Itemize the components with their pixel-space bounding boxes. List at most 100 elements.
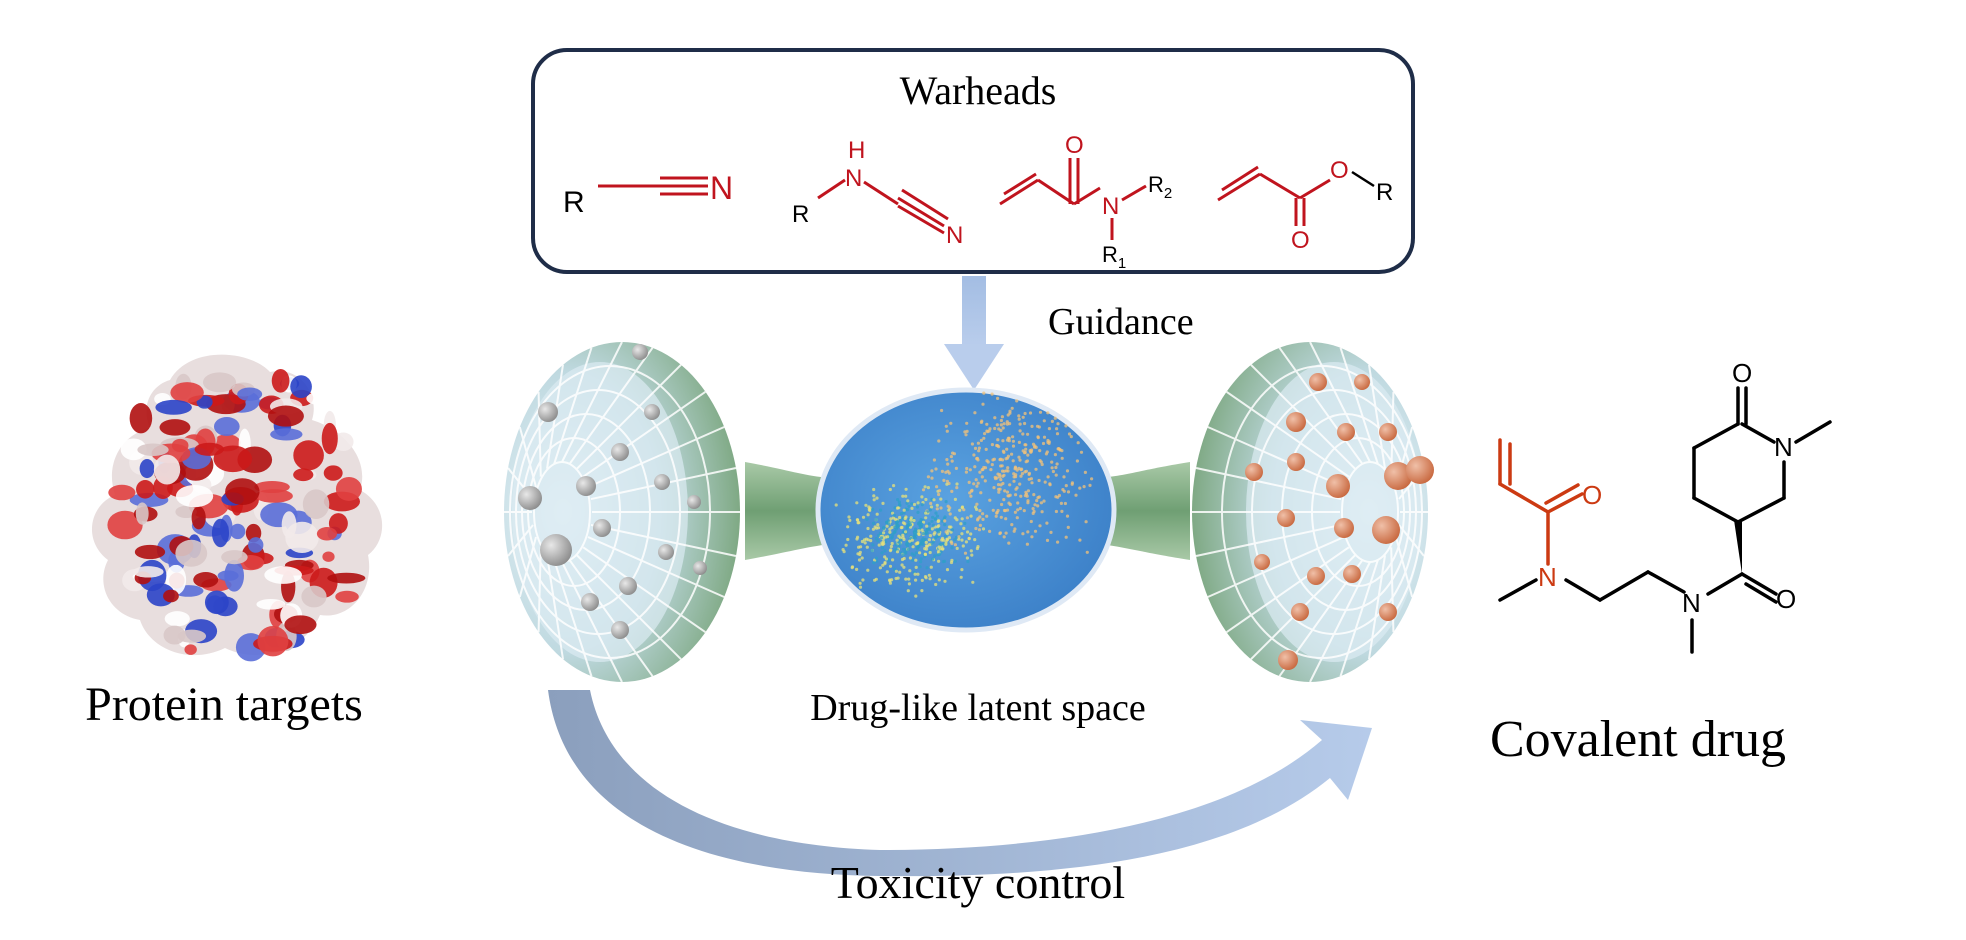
funnel-grid-spoke	[1395, 536, 1414, 598]
latent-point	[1038, 410, 1043, 414]
latent-point	[964, 470, 969, 474]
latent-point	[944, 424, 948, 428]
latent-point	[971, 580, 975, 584]
latent-point	[850, 566, 854, 570]
latent-point	[1005, 456, 1010, 460]
latent-point	[1043, 480, 1047, 484]
latent-point	[927, 573, 931, 577]
latent-point	[1015, 468, 1019, 472]
latent-point	[938, 547, 942, 551]
latent-point	[941, 547, 945, 551]
latent-point	[1026, 501, 1030, 505]
encoder-funnel	[504, 341, 740, 683]
latent-point	[960, 568, 964, 572]
protein-surface-patch	[170, 382, 204, 403]
protein-surface-patch	[335, 477, 362, 501]
gray-bead	[619, 577, 637, 595]
latent-point	[1084, 520, 1088, 524]
latent-point	[1076, 441, 1080, 445]
latent-point	[881, 501, 885, 505]
latent-point	[919, 560, 923, 564]
latent-point	[933, 554, 937, 558]
latent-point	[909, 516, 913, 520]
mol-n-amide-label: N	[1682, 588, 1701, 618]
latent-point	[904, 530, 908, 534]
latent-point	[1056, 447, 1060, 451]
latent-point	[893, 506, 897, 510]
w1-n-label: N	[710, 170, 733, 206]
latent-point	[996, 438, 1000, 442]
latent-point	[912, 518, 916, 523]
latent-point	[1033, 503, 1037, 507]
latent-point	[950, 489, 954, 493]
latent-point	[963, 521, 967, 526]
latent-point	[1030, 481, 1034, 485]
latent-point	[903, 516, 907, 521]
latent-point	[921, 532, 926, 536]
latent-point	[927, 522, 931, 526]
latent-point	[919, 518, 923, 522]
latent-point	[1064, 535, 1068, 539]
latent-point	[1000, 458, 1005, 462]
latent-point	[871, 543, 875, 547]
orange-bead	[1354, 374, 1370, 390]
latent-point	[910, 506, 914, 510]
latent-point	[1066, 525, 1070, 530]
protein-surface-patch	[257, 625, 289, 657]
latent-point	[997, 490, 1001, 494]
covalent-drug-structure: O N N O O N	[1498, 358, 1832, 654]
latent-point	[902, 565, 906, 569]
latent-point	[901, 547, 906, 552]
latent-point	[999, 515, 1003, 519]
latent-point	[1034, 467, 1038, 471]
latent-point	[863, 541, 867, 545]
latent-point	[1083, 470, 1087, 474]
latent-point	[939, 543, 943, 547]
latent-point	[1008, 411, 1012, 415]
latent-space-label: Drug-like latent space	[810, 687, 1146, 729]
latent-point	[1042, 435, 1047, 439]
latent-point	[893, 529, 897, 534]
protein-surface-patch	[204, 590, 229, 615]
latent-point	[921, 488, 926, 492]
latent-point	[860, 556, 864, 560]
latent-point	[960, 532, 964, 536]
protein-surface-patch	[213, 445, 253, 473]
latent-point	[949, 455, 954, 459]
latent-point	[1045, 538, 1050, 543]
latent-point	[880, 546, 885, 550]
latent-point	[1011, 444, 1016, 448]
latent-point	[980, 475, 984, 479]
latent-point	[996, 472, 1000, 476]
protein-surface-patch	[230, 523, 246, 540]
latent-point	[970, 553, 974, 557]
latent-point	[1079, 450, 1084, 454]
latent-point	[905, 501, 909, 505]
latent-point	[856, 518, 860, 522]
latent-point	[895, 538, 899, 542]
orange-bead	[1334, 518, 1354, 538]
latent-point	[1048, 482, 1052, 486]
latent-point	[915, 505, 920, 509]
latent-point	[1054, 509, 1058, 514]
latent-point	[1036, 504, 1040, 508]
latent-point	[908, 569, 912, 573]
orange-bead	[1379, 603, 1397, 621]
latent-point	[910, 552, 914, 556]
protein-surface-patch	[328, 513, 348, 534]
latent-point	[955, 486, 959, 490]
latent-point	[1049, 530, 1053, 535]
orange-bead	[1326, 474, 1350, 498]
latent-point	[923, 552, 927, 556]
latent-point	[899, 511, 904, 516]
latent-point	[937, 578, 941, 582]
funnel-grid-spoke	[1339, 559, 1379, 677]
latent-point	[906, 499, 910, 503]
latent-point	[978, 515, 982, 519]
latent-point	[895, 550, 900, 554]
latent-point	[947, 536, 952, 540]
latent-point	[913, 536, 918, 540]
latent-point	[889, 548, 893, 552]
mol-n-ring-label: N	[1774, 432, 1793, 462]
latent-point	[902, 508, 906, 512]
